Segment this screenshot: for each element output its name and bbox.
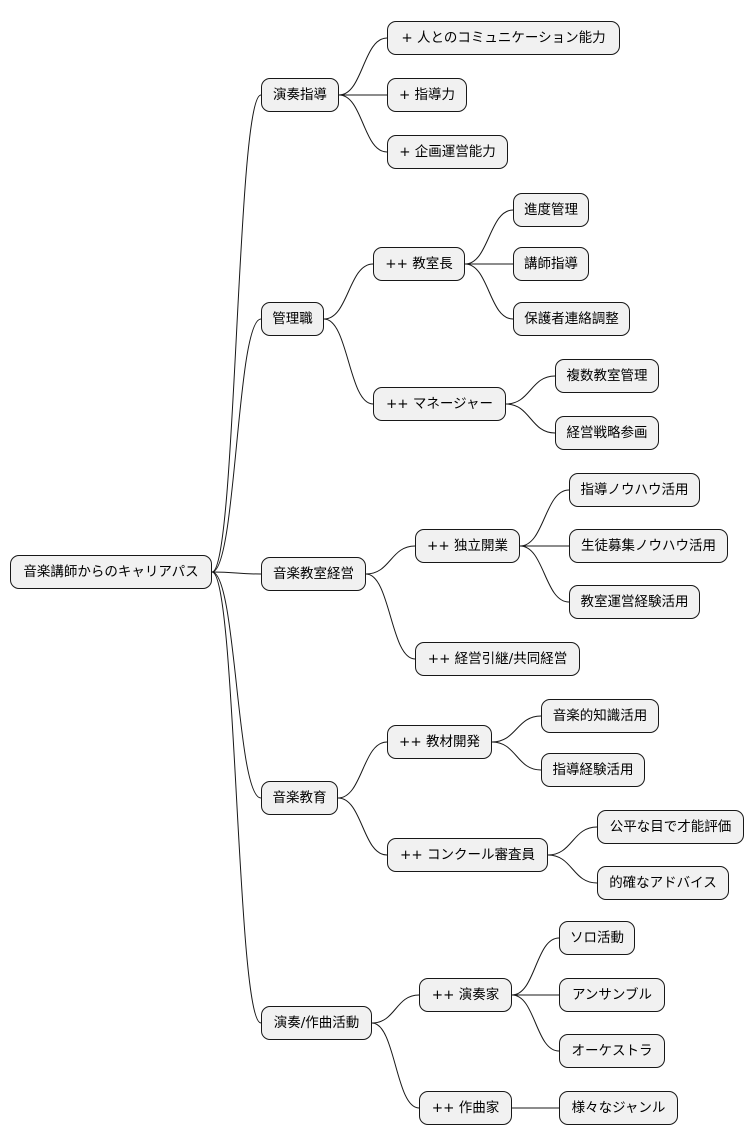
connector-root-2 — [211, 571, 262, 575]
node-root-0-2-depth-2: + 企画運営能力 — [387, 135, 508, 169]
connector-root-1-1 — [323, 318, 374, 405]
node-root-3-1-depth-2: ++ コンクール審査員 — [387, 838, 548, 872]
connector-root-0-0 — [338, 37, 388, 96]
node-root-2-0-1-depth-3: 生徒募集ノウハウ活用 — [569, 529, 728, 563]
node-root-4-0-2-depth-3: オーケストラ — [559, 1034, 665, 1068]
node-root-3-1-0-depth-3: 公平な目で才能評価 — [597, 810, 744, 844]
node-root-1-1-1-depth-3: 経営戦略参画 — [555, 416, 659, 450]
connector-root-1 — [211, 318, 262, 573]
node-root-3-0-1-depth-3: 指導経験活用 — [541, 753, 645, 787]
node-root-1-1-0-depth-3: 複数教室管理 — [555, 359, 659, 393]
connector-root-1-0-0 — [464, 209, 514, 265]
node-root-1-0-2-depth-3: 保護者連絡調整 — [513, 302, 630, 336]
connector-root-3-0-1 — [491, 741, 542, 771]
connector-root-3-0 — [337, 741, 388, 799]
connector-root-4-0-2 — [511, 994, 560, 1052]
connector-root-3-1 — [337, 797, 388, 856]
node-root-depth-0: 音楽講師からのキャリアパス — [10, 555, 212, 589]
connector-root-4 — [211, 571, 262, 1024]
node-root-2-0-depth-2: ++ 独立開業 — [415, 529, 520, 563]
node-root-1-0-0-depth-3: 進度管理 — [513, 193, 589, 227]
node-root-1-0-depth-2: ++ 教室長 — [373, 247, 465, 281]
node-root-1-1-depth-2: ++ マネージャー — [373, 387, 506, 421]
connector-root-1-1-1 — [505, 403, 556, 434]
node-root-1-depth-1: 管理職 — [261, 302, 324, 336]
connector-root-3-1-1 — [547, 854, 598, 884]
node-root-4-1-0-depth-3: 様々なジャンル — [559, 1091, 678, 1125]
node-root-2-1-depth-2: ++ 経営引継/共同経営 — [415, 642, 580, 676]
node-root-4-depth-1: 演奏/作曲活動 — [261, 1006, 372, 1040]
connector-root-1-0 — [323, 263, 374, 320]
node-root-0-depth-1: 演奏指導 — [261, 78, 339, 112]
connector-root-0-2 — [338, 94, 388, 153]
node-root-3-1-1-depth-3: 的確なアドバイス — [597, 866, 729, 900]
node-root-0-0-depth-2: + 人とのコミュニケーション能力 — [387, 21, 620, 55]
node-root-4-0-0-depth-3: ソロ活動 — [559, 921, 635, 955]
node-root-2-depth-1: 音楽教室経営 — [261, 557, 366, 591]
connector-root-4-0-0 — [511, 937, 560, 996]
connector-root-4-0 — [371, 994, 420, 1024]
node-root-4-1-depth-2: ++ 作曲家 — [419, 1091, 512, 1125]
connector-root-0 — [211, 94, 262, 573]
connector-root-2-0 — [365, 545, 416, 575]
node-root-3-0-0-depth-3: 音楽的知識活用 — [541, 699, 659, 733]
connector-root-3-0-0 — [491, 715, 542, 743]
node-root-4-0-depth-2: ++ 演奏家 — [419, 978, 512, 1012]
connector-root-3-1-0 — [547, 826, 598, 856]
connector-root-2-0-0 — [519, 489, 570, 547]
node-root-2-0-2-depth-3: 教室運営経験活用 — [569, 585, 700, 619]
node-root-3-depth-1: 音楽教育 — [261, 781, 338, 815]
connector-root-4-1 — [371, 1022, 420, 1109]
node-root-4-0-1-depth-3: アンサンブル — [559, 978, 665, 1012]
connector-root-2-1 — [365, 573, 416, 660]
node-root-0-1-depth-2: + 指導力 — [387, 78, 467, 112]
node-root-2-0-0-depth-3: 指導ノウハウ活用 — [569, 473, 700, 507]
node-root-1-0-1-depth-3: 講師指導 — [513, 247, 589, 281]
connector-root-1-0-2 — [464, 263, 514, 320]
connector-root-2-0-2 — [519, 545, 570, 603]
node-root-3-0-depth-2: ++ 教材開発 — [387, 725, 492, 759]
connector-root-1-1-0 — [505, 375, 556, 405]
connector-root-3 — [211, 571, 262, 799]
